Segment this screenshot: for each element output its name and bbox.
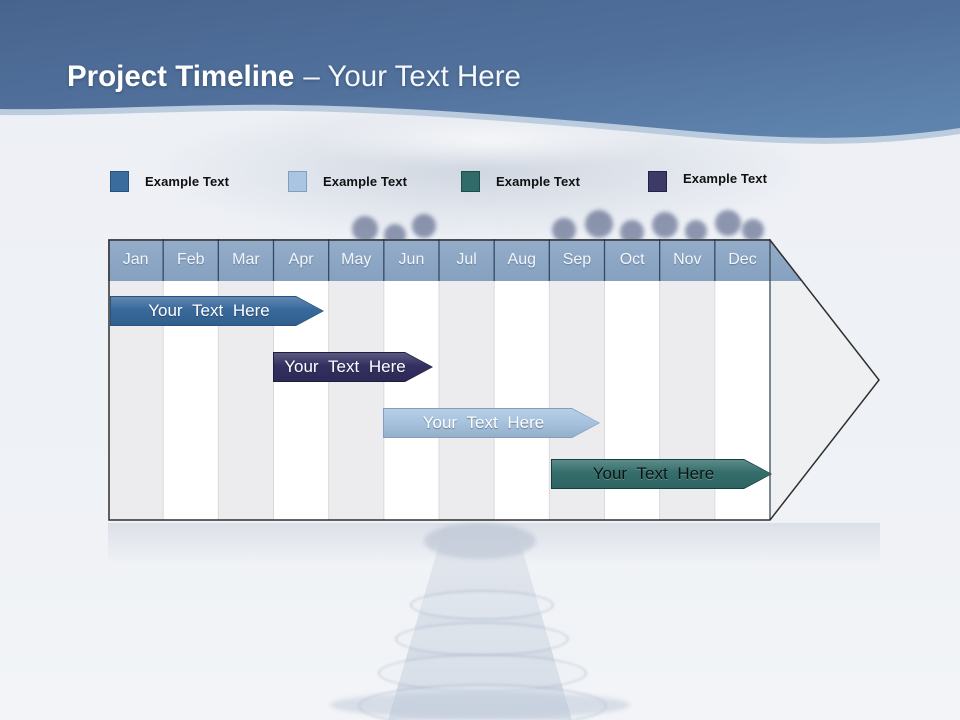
- photo-berry: [715, 210, 741, 236]
- photo-glass-base: [330, 692, 630, 718]
- legend-item-2[interactable]: Example Text: [288, 169, 407, 193]
- legend-label: Example Text: [145, 173, 230, 189]
- legend-label: Example Text: [496, 173, 581, 189]
- title-light-text: – Your Text Here: [303, 60, 521, 93]
- month-cell-jan[interactable]: Jan: [122, 251, 149, 268]
- month-cell-feb[interactable]: Feb: [176, 251, 205, 268]
- month-cell-apr[interactable]: Apr: [288, 251, 314, 268]
- photo-berry: [585, 210, 613, 238]
- timeline-bar-2-fill: Your Text Here: [274, 353, 432, 381]
- month-cell-mar[interactable]: Mar: [232, 251, 260, 268]
- page-title[interactable]: Project Timeline– Your Text Here: [67, 60, 521, 94]
- timeline-chart[interactable]: Jan Feb Mar Apr May Jun Jul Aug Sep Oct …: [108, 239, 880, 521]
- timeline-bar-3-fill: Your Text Here: [384, 409, 599, 437]
- month-cell-jun[interactable]: Jun: [398, 251, 425, 268]
- timeline-bar-4[interactable]: Your Text Here: [551, 459, 772, 489]
- month-cell-may[interactable]: May: [341, 251, 372, 268]
- month-cell-oct[interactable]: Oct: [619, 251, 645, 268]
- legend-label: Example Text: [323, 173, 408, 189]
- legend-label: Example Text: [683, 170, 768, 186]
- legend-swatch: [110, 170, 129, 192]
- month-cell-jul[interactable]: Jul: [456, 251, 477, 268]
- photo-stem-ripple: [410, 590, 554, 620]
- month-cell-aug[interactable]: Aug: [507, 251, 537, 268]
- photo-berry: [652, 212, 678, 238]
- title-bold-text: Project Timeline: [67, 60, 295, 93]
- month-cell-nov[interactable]: Nov: [673, 251, 702, 268]
- photo-glass-stem: [388, 524, 572, 720]
- timeline-bar-1[interactable]: Your Text Here: [110, 296, 324, 326]
- legend-item-1[interactable]: Example Text: [110, 169, 229, 193]
- month-cell-sep[interactable]: Sep: [562, 251, 592, 268]
- photo-bowl-bottom: [424, 523, 536, 559]
- timeline-bar-4-label: Your Text Here: [592, 464, 715, 483]
- photo-stem-ripple: [358, 684, 607, 720]
- timeline-bar-4-fill: Your Text Here: [552, 460, 771, 488]
- timeline-bar-2[interactable]: Your Text Here: [273, 352, 433, 382]
- month-cell-dec[interactable]: Dec: [728, 251, 757, 268]
- timeline-bar-1-fill: Your Text Here: [111, 297, 323, 325]
- legend-item-3[interactable]: Example Text: [461, 169, 580, 193]
- legend-swatch: [648, 170, 667, 192]
- photo-berry: [742, 219, 764, 241]
- timeline-bar-1-label: Your Text Here: [148, 301, 270, 320]
- legend-item-4[interactable]: Example Text: [648, 169, 767, 193]
- photo-stem-ripple: [378, 654, 587, 692]
- legend-swatch: [288, 170, 307, 192]
- timeline-bar-3[interactable]: Your Text Here: [383, 408, 600, 438]
- photo-berry: [412, 214, 436, 238]
- timeline-bar-2-label: Your Text Here: [284, 357, 406, 376]
- legend-swatch: [461, 170, 480, 192]
- timeline-arrow-shape: [108, 239, 880, 521]
- title-band-wave: [0, 0, 960, 144]
- timeline-bar-3-label: Your Text Here: [422, 413, 545, 432]
- table-reflection: [108, 523, 880, 565]
- month-header-row: Jan Feb Mar Apr May Jun Jul Aug Sep Oct …: [108, 239, 770, 281]
- photo-stem-ripple: [395, 622, 569, 656]
